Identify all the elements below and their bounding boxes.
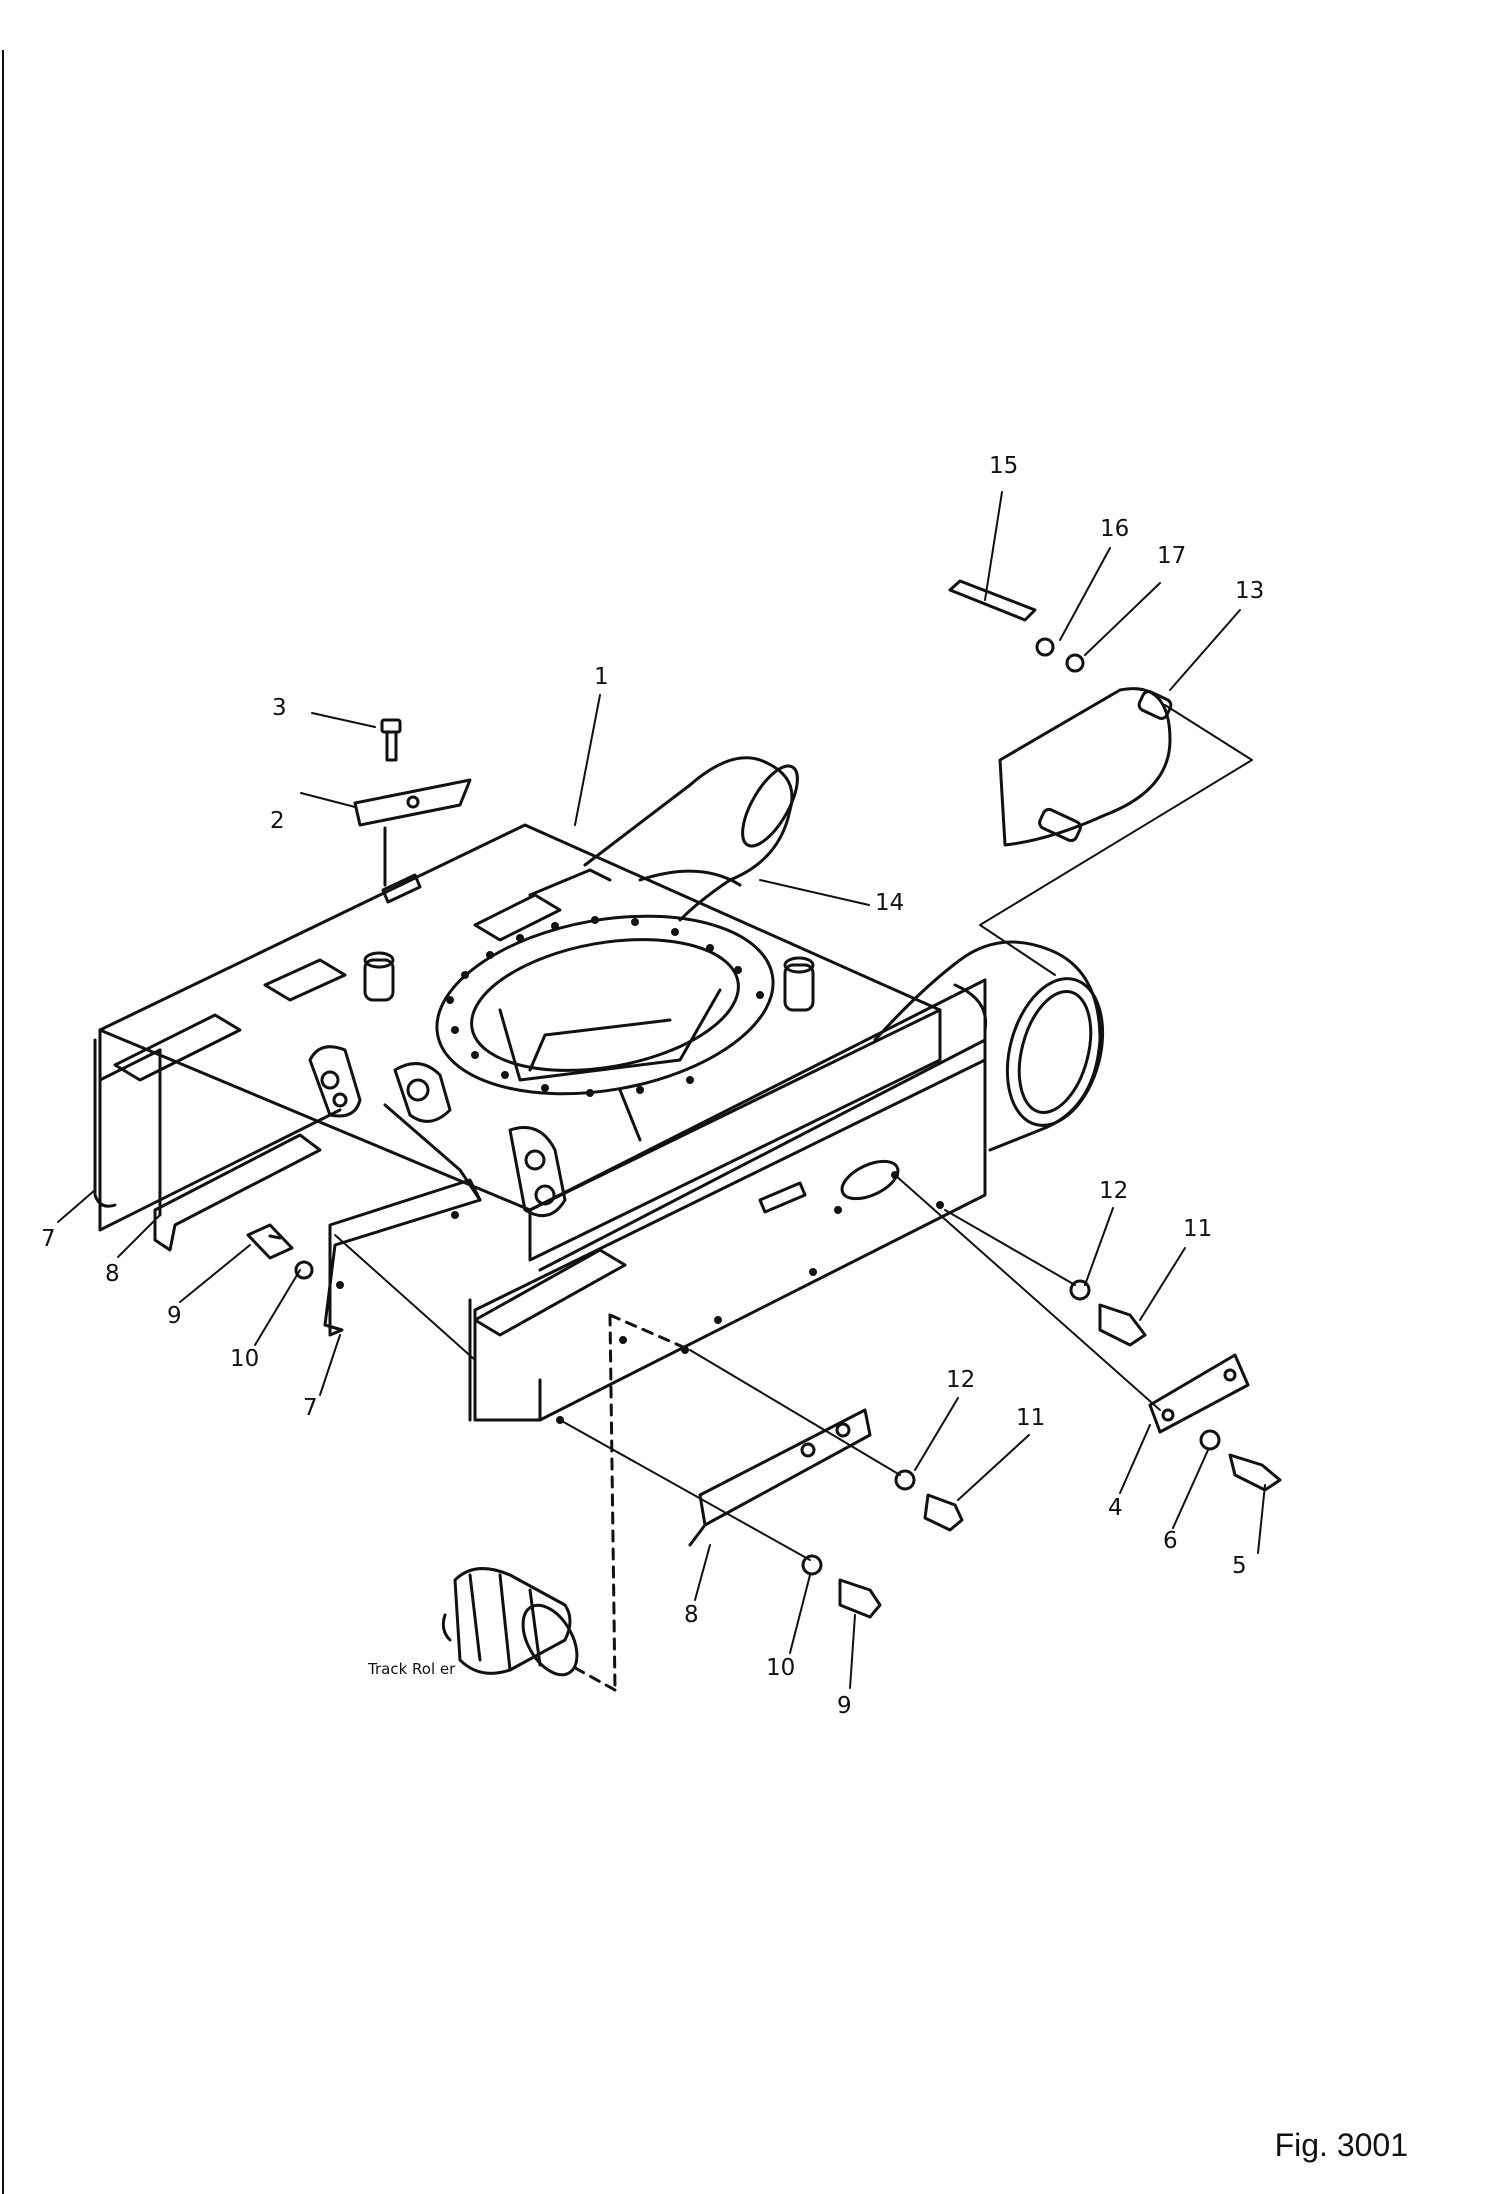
callout-17: 17 [1157,543,1187,569]
callout-9-bottom: 9 [837,1693,852,1719]
callout-8-left: 8 [105,1261,120,1287]
callout-12-lower: 12 [946,1367,976,1393]
track-guard-left-set [153,1133,482,1337]
callout-12-upper: 12 [1099,1178,1129,1204]
figure-number-label: Fig. 3001 [1274,2127,1408,2163]
fasteners [246,579,1282,1619]
cover-plate [998,687,1173,847]
callout-9-left: 9 [167,1303,182,1329]
callout-5: 5 [1232,1553,1247,1579]
callout-4: 4 [1108,1495,1123,1521]
callout-2: 2 [270,808,285,834]
callout-leader-lines [57,491,1266,1689]
callout-7-center: 7 [303,1395,318,1421]
reference-dashed-lines [568,1313,692,1692]
callout-3: 3 [272,695,287,721]
callout-1: 1 [594,664,609,690]
callout-10-left: 10 [230,1346,260,1372]
callout-15: 15 [989,453,1019,479]
callout-11-lower: 11 [1016,1405,1046,1431]
callout-10-bottom: 10 [766,1655,796,1681]
callout-8-bottom: 8 [684,1602,699,1628]
callout-7-left: 7 [41,1226,56,1252]
track-roller-drawing [441,1567,579,1677]
track-guard-right-set [688,1408,872,1547]
track-frame-body [93,718,1105,1424]
track-roller-label: Track Rol er [368,1660,456,1678]
frame-border-line [2,50,4,2194]
callout-13: 13 [1235,578,1265,604]
assembly-reference-lines [334,704,1253,1561]
callout-14: 14 [875,890,905,916]
callout-6: 6 [1163,1528,1178,1554]
access-cover-plate [1148,1353,1250,1434]
callout-11-upper: 11 [1183,1216,1213,1242]
callout-16: 16 [1100,516,1130,542]
